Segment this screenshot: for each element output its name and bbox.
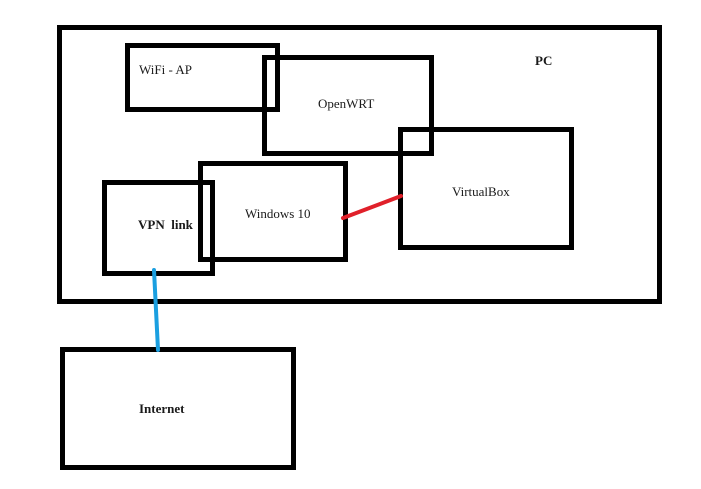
internet-box — [60, 347, 296, 470]
vpn-link-box — [102, 180, 215, 276]
virtualbox-label: VirtualBox — [452, 184, 510, 199]
internet-label: Internet — [139, 401, 185, 416]
windows10-box — [198, 161, 348, 262]
virtualbox-box — [398, 127, 574, 250]
pc-label: PC — [535, 53, 553, 68]
openwrt-label: OpenWRT — [318, 96, 375, 111]
wifi-ap-box — [125, 43, 280, 112]
windows10-label: Windows 10 — [245, 206, 311, 221]
pc-box — [57, 25, 662, 304]
openwrt-box — [262, 55, 434, 156]
wifi-ap-label: WiFi - AP — [139, 62, 192, 77]
vpn-internet-link — [152, 268, 160, 352]
vpn-link-label: VPN link — [138, 217, 193, 232]
windows10-virtualbox-link — [341, 194, 403, 220]
